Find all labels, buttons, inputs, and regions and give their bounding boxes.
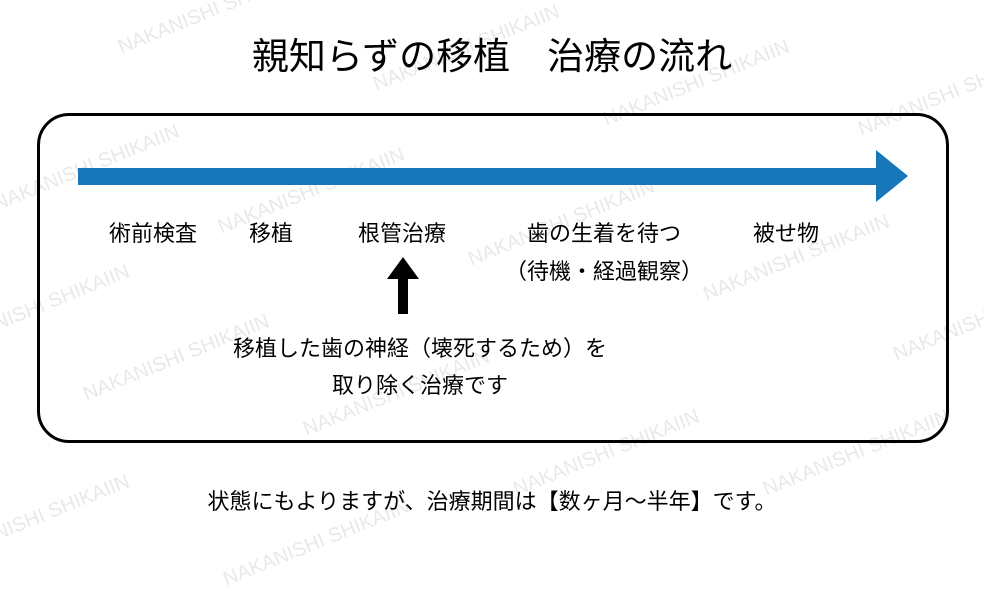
up-arrow-icon: [387, 257, 419, 279]
flow-box: [37, 113, 949, 443]
note-line-1: 移植した歯の神経（壊死するため）を: [232, 337, 608, 362]
step-wait-engraftment: 歯の生着を待つ: [526, 222, 682, 247]
step-transplant: 移植: [248, 222, 294, 247]
note-line-2: 取り除く治療です: [331, 374, 509, 399]
timeline-arrow-shaft: [78, 168, 880, 185]
footer-note: 状態にもよりますが、治療期間は【数ヶ月〜半年】です。: [207, 490, 777, 515]
step-wait-subtext: （待機・経過観察）: [504, 260, 704, 285]
timeline-arrow-head-icon: [876, 150, 908, 202]
page-title: 親知らずの移植 治療の流れ: [251, 35, 733, 78]
step-crown: 被せ物: [752, 222, 820, 247]
step-root-canal: 根管治療: [357, 222, 447, 247]
step-pre-exam: 術前検査: [108, 222, 198, 247]
up-arrow-shaft: [398, 278, 408, 314]
